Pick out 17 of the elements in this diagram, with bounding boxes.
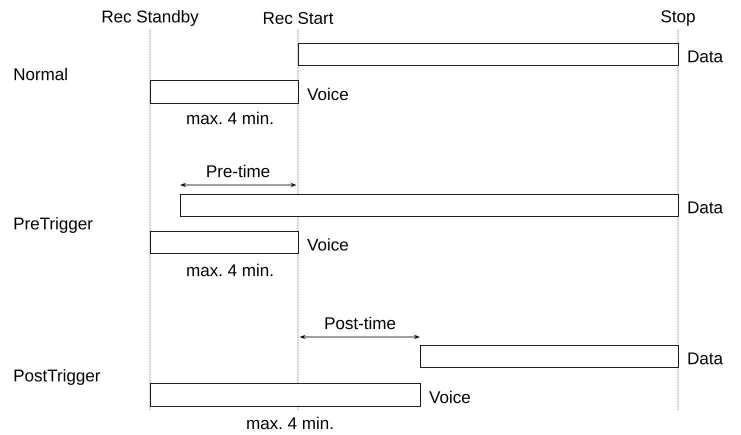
bar-label: Data [688,202,723,214]
time-point-label: Stop [661,10,695,26]
bar-label: Data [688,352,723,364]
bar [298,42,679,66]
row-label: Normal [14,68,67,80]
bar-label: Data [688,50,723,62]
row-label: PreTrigger [14,217,93,233]
bar-label: Voice [429,390,470,404]
bar [420,344,679,368]
bar-label: Voice [307,238,348,251]
time-point-label: Rec Standby [102,10,199,26]
interval-label: Post-time [326,316,396,330]
bar [150,382,421,407]
bar-label: Voice [307,88,348,100]
bar [180,194,679,217]
bar [150,230,299,254]
bar [150,80,299,104]
